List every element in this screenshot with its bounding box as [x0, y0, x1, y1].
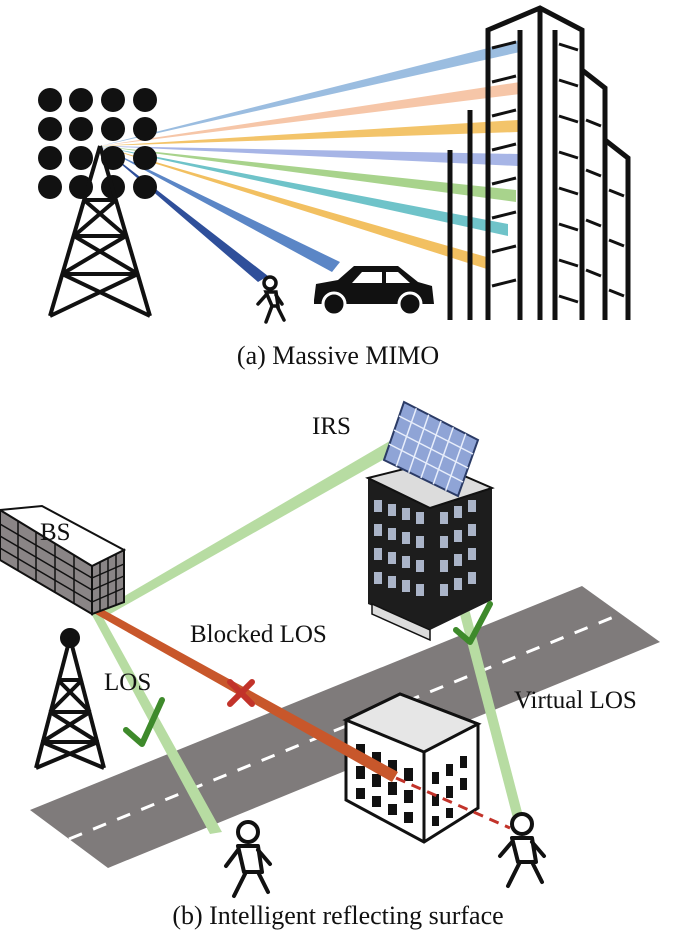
caption-a: (a) Massive MIMO	[237, 341, 439, 370]
antenna-array	[38, 88, 157, 199]
beam-9	[100, 146, 268, 282]
beam-4	[100, 146, 518, 166]
panel-a: (a) Massive MIMO	[38, 5, 631, 370]
pedestrian-icon	[256, 275, 286, 324]
irs-building	[365, 460, 495, 642]
beam-bs-user	[92, 612, 222, 834]
beam-1	[100, 40, 520, 146]
label-los: LOS	[104, 669, 151, 696]
beam-5	[100, 146, 516, 202]
bs-tower-icon	[34, 628, 106, 770]
label-irs: IRS	[312, 413, 351, 440]
label-virtual-los: Virtual LOS	[514, 687, 637, 714]
beam-2	[100, 82, 520, 146]
user-right-icon	[498, 812, 546, 888]
buildings-icon	[447, 5, 631, 320]
los-check-icon	[123, 697, 165, 747]
massive-mimo-beams	[100, 40, 520, 282]
blocking-building	[342, 692, 482, 844]
beam-7	[100, 146, 490, 270]
user-left-icon	[224, 820, 272, 898]
virtual-los-check-icon	[453, 601, 493, 645]
beam-6	[100, 146, 508, 236]
label-blocked-los: Blocked LOS	[190, 621, 327, 648]
check-icons	[123, 601, 493, 747]
beam-bs-irs	[92, 428, 418, 622]
blocked-beam	[92, 608, 511, 830]
irs-panel	[382, 400, 480, 498]
label-bs: BS	[40, 519, 71, 546]
panel-b: IRS BS Blocked LOS LOS Virtual LOS (b) I…	[0, 400, 660, 930]
beam-3	[100, 120, 518, 146]
car-icon	[314, 266, 434, 317]
base-station	[0, 504, 127, 770]
beam-8	[100, 146, 340, 272]
tower-icon	[48, 145, 152, 318]
blocked-cross-icon	[227, 679, 255, 707]
caption-b: (b) Intelligent reflecting surface	[172, 901, 503, 930]
